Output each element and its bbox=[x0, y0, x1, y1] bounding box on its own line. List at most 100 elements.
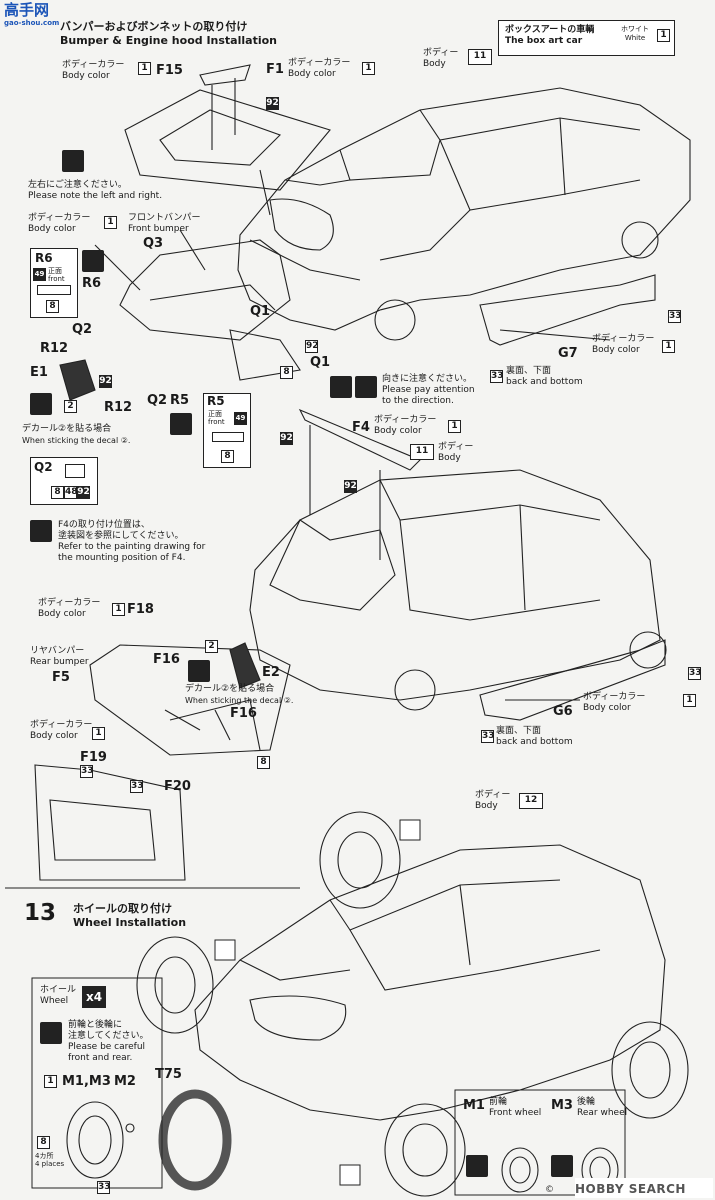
front-wheel-jp: 前輪 bbox=[489, 1097, 508, 1107]
step12-title-jp: バンパーおよびボンネットの取り付け bbox=[60, 20, 248, 33]
body-color-en: Body color bbox=[38, 609, 86, 619]
color-num-1: 1 bbox=[362, 62, 375, 75]
paint-caution-icon bbox=[466, 1155, 488, 1177]
body-color-jp: ボディーカラー bbox=[592, 334, 655, 344]
places-jp: 4カ所 bbox=[35, 1152, 54, 1160]
rear-bumper-label: リヤバンパー Rear bumper bbox=[30, 646, 89, 668]
color-num-1: 1 bbox=[138, 62, 151, 75]
part-f16: F16 bbox=[153, 652, 180, 667]
body-color-en: Body color bbox=[288, 69, 336, 79]
body-color-en: Body color bbox=[30, 731, 78, 741]
part-number-8: 8 bbox=[257, 756, 270, 769]
part-number-33: 33 bbox=[481, 730, 495, 743]
part-number-33: 33 bbox=[490, 370, 504, 383]
back-bottom-en: back and bottom bbox=[496, 737, 573, 747]
white-color-number: 1 bbox=[657, 29, 670, 42]
back-bottom-note-2: 裏面、下面 back and bottom bbox=[496, 726, 573, 748]
body-number-12: 12 bbox=[519, 793, 543, 809]
direction-icon bbox=[330, 376, 352, 398]
site-logo: 高手网 gao-shou.com bbox=[4, 2, 60, 28]
color-num-1: 1 bbox=[104, 216, 117, 229]
part-m3: M3 bbox=[551, 1098, 573, 1113]
decal-note: デカール②を貼る場合 When sticking the decal ②. bbox=[22, 424, 130, 446]
wheel-note: 前輪と後輪に 注意してください。 Please be careful front… bbox=[68, 1020, 148, 1064]
site-logo-url: gao-shou.com bbox=[4, 19, 60, 27]
part-r5: R5 bbox=[170, 393, 190, 408]
step13-title-en: Wheel Installation bbox=[73, 916, 187, 929]
wheel-note-jp-2: 注意してください。 bbox=[68, 1031, 149, 1041]
decal-49: 49 bbox=[33, 268, 46, 281]
body-jp: ボディー bbox=[438, 442, 474, 452]
body-color-en: Body color bbox=[28, 224, 76, 234]
watermark: HOBBY SEARCH bbox=[575, 1178, 713, 1198]
white-jp: ホワイト bbox=[621, 25, 649, 33]
body-en: Body bbox=[475, 801, 498, 811]
body-en: Body bbox=[423, 59, 446, 69]
part-r12: R12 bbox=[40, 341, 69, 356]
wheel-note-en-1: Please be careful bbox=[68, 1042, 146, 1052]
part-t75: T75 bbox=[155, 1067, 182, 1082]
back-bottom-en: back and bottom bbox=[506, 377, 583, 387]
part-number-8: 8 bbox=[37, 1136, 50, 1149]
paint-caution-icon bbox=[551, 1155, 573, 1177]
front-bumper-en: Front bumper bbox=[128, 224, 189, 234]
f18-body-color: ボディーカラー Body color bbox=[38, 598, 100, 620]
front-en: front bbox=[208, 418, 225, 426]
f4-body-color: ボディーカラー Body color bbox=[374, 415, 436, 437]
note-lr-jp: 左右にご注意ください。 bbox=[28, 180, 127, 190]
part-f4: F4 bbox=[352, 420, 370, 435]
note-lr-en: Please note the left and right. bbox=[28, 191, 163, 201]
body-label-1: ボディー Body bbox=[423, 48, 458, 70]
f4-note-jp-2: 塗装図を参照にしてください。 bbox=[58, 531, 184, 541]
body-color-jp: ボディーカラー bbox=[62, 60, 125, 70]
body-color-jp: ボディーカラー bbox=[583, 692, 646, 702]
wheel-en: Wheel bbox=[40, 996, 69, 1006]
part-m1-m3: M1,M3 bbox=[62, 1074, 111, 1089]
decal-92: 92 bbox=[99, 375, 112, 388]
front-jp: 正面 bbox=[208, 410, 222, 418]
part-number-8: 8 bbox=[221, 450, 234, 463]
decal-92: 92 bbox=[344, 480, 357, 493]
front-jp: 正面 bbox=[48, 267, 62, 275]
body-jp: ボディー bbox=[475, 790, 511, 800]
decal-icon bbox=[30, 393, 52, 415]
part-f5: F5 bbox=[52, 670, 70, 685]
note-left-right: 左右にご注意ください。 Please note the left and rig… bbox=[28, 180, 162, 202]
back-bottom-jp: 裏面、下面 bbox=[506, 366, 552, 376]
step12-title-en: Bumper & Engine hood Installation bbox=[60, 34, 277, 47]
body-color-en: Body color bbox=[62, 71, 110, 81]
part-number-33: 33 bbox=[688, 667, 702, 680]
body-number-11: 11 bbox=[410, 444, 434, 460]
body-color-jp: ボディーカラー bbox=[374, 415, 437, 425]
part-q2: Q2 bbox=[147, 393, 168, 408]
box-art-title-jp: ボックスアートの車輌 bbox=[505, 25, 595, 35]
body-color-jp: ボディーカラー bbox=[28, 213, 91, 223]
direction-note: 向きに注意ください。 Please pay attention to the d… bbox=[382, 374, 475, 407]
watermark-text: HOBBY SEARCH bbox=[575, 1182, 686, 1196]
q2-detail-box: Q2 8 48 92 bbox=[30, 457, 98, 505]
decal-number-2: 2 bbox=[205, 640, 218, 653]
paint-caution-icon bbox=[62, 150, 84, 172]
paint-caution-icon bbox=[82, 250, 104, 272]
decal-jp: デカール②を貼る場合 bbox=[22, 424, 112, 434]
paint-caution-icon bbox=[170, 413, 192, 435]
part-f18: F18 bbox=[127, 602, 154, 617]
paint-caution-icon bbox=[30, 520, 52, 542]
back-bottom-note: 裏面、下面 back and bottom bbox=[506, 366, 583, 388]
front-en: front bbox=[48, 275, 65, 283]
color-num-1: 1 bbox=[92, 727, 105, 740]
paint-caution-icon bbox=[355, 376, 377, 398]
r6-detail-box: R6 49 正面 front 8 bbox=[30, 248, 78, 318]
color-num-1: 1 bbox=[112, 603, 125, 616]
decal-92: 92 bbox=[77, 486, 90, 499]
step13-title-jp: ホイールの取り付け bbox=[73, 902, 172, 915]
rear-wheel-jp: 後輪 bbox=[577, 1097, 596, 1107]
decal-icon bbox=[188, 660, 210, 682]
direction-en-1: Please pay attention bbox=[382, 385, 475, 395]
box-art-title-en: The box art car bbox=[505, 36, 583, 46]
wheel-note-jp-1: 前輪と後輪に bbox=[68, 1020, 123, 1030]
decal-jp: デカール②を貼る場合 bbox=[185, 684, 275, 694]
wheel-note-en-2: front and rear. bbox=[68, 1053, 133, 1063]
part-number-33: 33 bbox=[668, 310, 682, 323]
